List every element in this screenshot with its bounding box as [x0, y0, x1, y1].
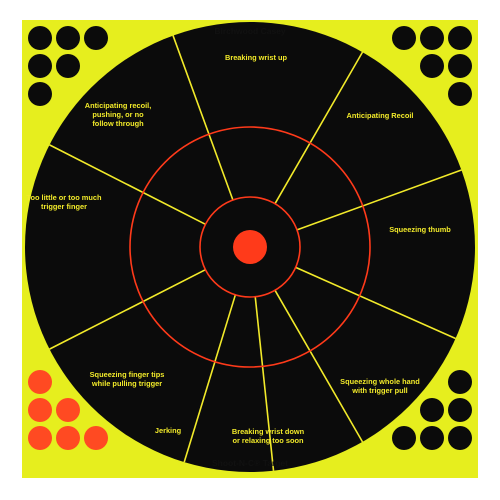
outer-ring — [129, 126, 371, 368]
paster-dot — [392, 26, 416, 50]
sector-line — [274, 289, 364, 443]
sector-line — [274, 51, 364, 205]
sector-label-squeezing-finger-tips: Squeezing finger tips — [90, 370, 165, 379]
sector-line — [183, 294, 237, 463]
paster-dot — [56, 398, 80, 422]
sector-label-too-little-too-much: trigger finger — [41, 202, 87, 211]
paster-dot — [448, 26, 472, 50]
paster-dot — [448, 398, 472, 422]
sector-label-jerking: Jerking — [155, 426, 182, 435]
paster-dot — [28, 26, 52, 50]
sector-line — [296, 169, 462, 231]
paster-dot — [28, 82, 52, 106]
sector-label-breaking-wrist-down: or relaxing too soon — [232, 436, 304, 445]
sector-label-too-little-too-much: Too little or too much — [27, 193, 102, 202]
sector-label-squeezing-whole-hand: Squeezing whole hand — [340, 377, 420, 386]
paster-dot — [420, 398, 444, 422]
inner-ring — [199, 196, 301, 298]
sector-label-anticipating-recoil-pushing: follow through — [92, 119, 144, 128]
paster-dot — [28, 370, 52, 394]
sector-label-squeezing-finger-tips: while pulling trigger — [91, 379, 162, 388]
sector-label-breaking-wrist-up: Breaking wrist up — [225, 53, 287, 62]
sector-label-anticipating-recoil-pushing: pushing, or no — [92, 110, 144, 119]
paster-dot — [420, 426, 444, 450]
paster-dot — [420, 54, 444, 78]
paster-dot — [448, 54, 472, 78]
sector-label-breaking-wrist-down: Breaking wrist down — [232, 427, 305, 436]
sector-label-squeezing-thumb: Squeezing thumb — [389, 225, 451, 234]
paster-dot — [84, 26, 108, 50]
sector-line — [49, 144, 206, 226]
paster-dot — [392, 426, 416, 450]
paster-dot — [448, 370, 472, 394]
paster-dots — [28, 26, 472, 450]
paster-dot — [420, 26, 444, 50]
sector-label-anticipating-recoil-pushing: Anticipating recoil, — [85, 101, 152, 110]
sector-line — [49, 268, 206, 350]
sector-lines — [49, 35, 462, 471]
paster-dot — [28, 54, 52, 78]
sector-label-squeezing-whole-hand: with trigger pull — [351, 386, 407, 395]
paster-dot — [56, 26, 80, 50]
paster-dot — [448, 82, 472, 106]
bullseye — [233, 230, 267, 264]
paster-dot — [28, 426, 52, 450]
paster-dot — [56, 426, 80, 450]
sector-label-anticipating-recoil: Anticipating Recoil — [347, 111, 414, 120]
sector-line — [295, 266, 456, 340]
paster-dot — [84, 426, 108, 450]
paster-dot — [28, 398, 52, 422]
paster-dot — [56, 54, 80, 78]
sector-line — [254, 296, 275, 471]
brand-bottom: Shoot-N-C® Target — [212, 458, 288, 468]
paster-dot — [448, 426, 472, 450]
sector-labels: Breaking wrist up Anticipating RecoilSque… — [27, 53, 452, 445]
brand-top: Birchwood Casey — [214, 26, 286, 36]
sector-line — [172, 35, 234, 201]
